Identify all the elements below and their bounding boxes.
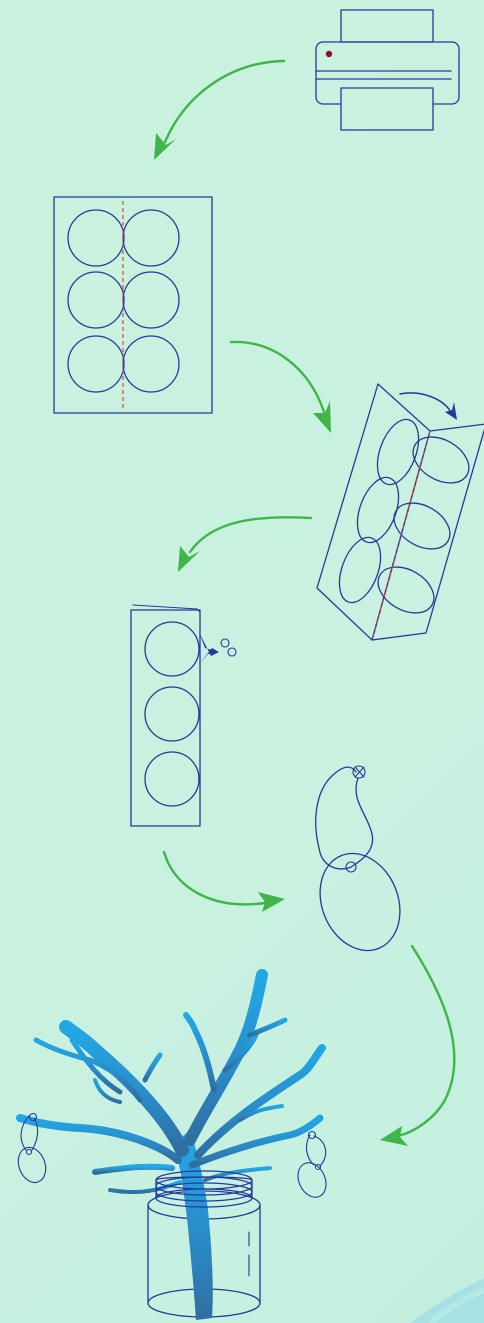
folded-strip-icon <box>130 604 201 827</box>
sheet-with-six-circles-icon <box>53 196 213 414</box>
printer-icon <box>315 9 460 131</box>
tree-in-jar-icon <box>16 969 326 1320</box>
folding-sheet-icon <box>316 383 484 641</box>
hanging-tag-left <box>17 1112 47 1184</box>
corner-decoration <box>410 1278 484 1323</box>
arrow-print-to-sheet <box>154 59 286 160</box>
arrow-tag-to-tree <box>380 944 456 1146</box>
printer-power-light <box>325 50 333 58</box>
scissors-icon <box>199 632 237 663</box>
arrow-fold-to-cut <box>178 516 313 572</box>
tag-with-string-icon <box>315 765 401 952</box>
arrow-sheet-to-fold <box>229 340 331 433</box>
hanging-tag-right <box>297 1130 327 1198</box>
fold-line <box>371 430 431 641</box>
fold-direction-arrow <box>399 392 453 415</box>
arrow-cut-to-tag <box>162 850 285 912</box>
